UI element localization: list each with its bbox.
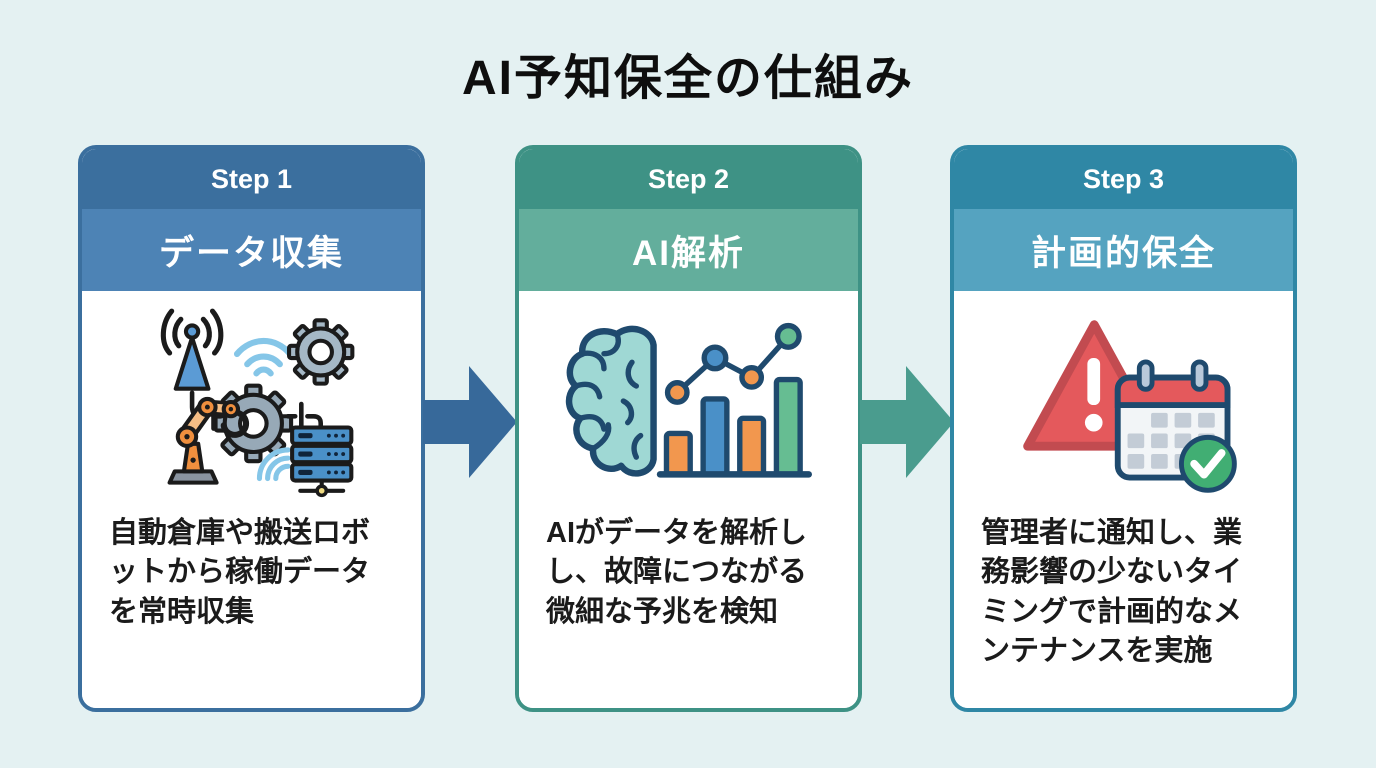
- step-card-1: Step 1 データ収集: [78, 145, 425, 712]
- alert-calendar-check-icon: [1008, 305, 1238, 501]
- brain-and-chart-icon: [566, 322, 813, 478]
- step-2-description: AIがデータを解析しし、故障につながる微細な予兆を検知: [546, 517, 808, 628]
- step-3-badge: Step 3: [954, 149, 1293, 209]
- warning-calendar-icon: [1023, 320, 1238, 493]
- iot-data-collection-icon: [139, 305, 364, 501]
- ai-brain-chart-icon: [563, 305, 813, 501]
- step-card-3: Step 3 計画的保全: [950, 145, 1297, 712]
- step-1-body: 自動倉庫や搬送ロボットから稼働データを常時収集: [82, 291, 421, 708]
- step-1-title: データ収集: [82, 209, 421, 291]
- step-card-2: Step 2 AI解析: [515, 145, 862, 712]
- step-3-title: 計画的保全: [954, 209, 1293, 291]
- step-1-badge: Step 1: [82, 149, 421, 209]
- step-1-description: 自動倉庫や搬送ロボットから稼働データを常時収集: [109, 517, 371, 628]
- step-2-body: AIがデータを解析しし、故障につながる微細な予兆を検知: [519, 291, 858, 708]
- arrow-right-shape: [423, 366, 517, 478]
- step-2-title: AI解析: [519, 209, 858, 291]
- arrow-right-icon-1: [423, 366, 517, 478]
- step-3-body: 管理者に通知し、業務影響の少ないタイミングで計画的なメンテナンスを実施: [954, 291, 1293, 708]
- arrow-right-icon-2: [860, 366, 954, 478]
- iot-devices-icon: [161, 308, 355, 498]
- page-title: AI予知保全の仕組み: [461, 52, 914, 105]
- step-3-description: 管理者に通知し、業務影響の少ないタイミングで計画的なメンテナンスを実施: [981, 517, 1243, 668]
- step-2-badge: Step 2: [519, 149, 858, 209]
- arrow-right-shape: [860, 366, 954, 478]
